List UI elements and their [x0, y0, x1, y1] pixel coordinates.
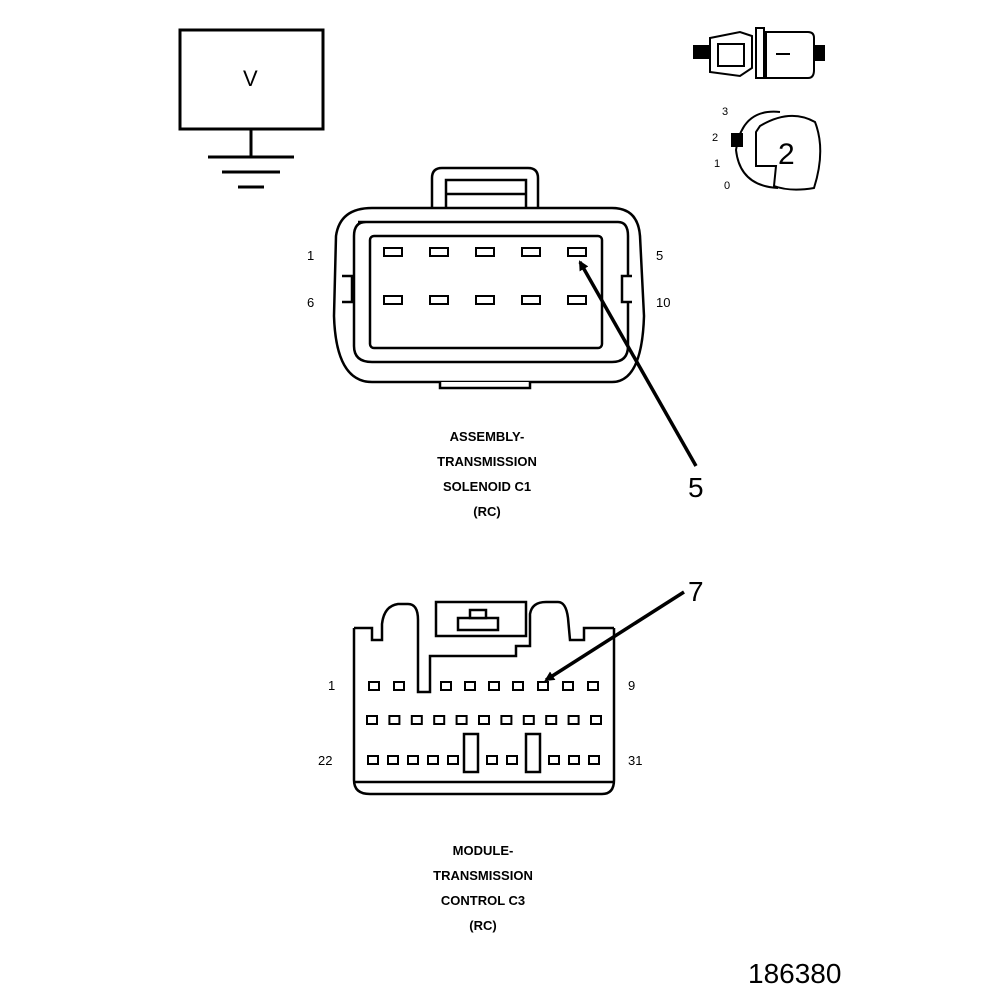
c3-pin-label-top-left: 1: [328, 678, 336, 693]
ignition-switch-icon: [731, 110, 822, 191]
c3-cavity-r1-4: [464, 681, 476, 691]
c3-cavity-r3-6: [486, 755, 498, 765]
c3-cavity-r3-4: [427, 755, 439, 765]
c3-cavity-r3-9: [568, 755, 580, 765]
connector-c1-body: [332, 166, 646, 390]
ignition-selected-position: 2: [778, 138, 795, 171]
c3-cavity-r2-11: [590, 715, 602, 725]
c1-cavity-r1-2: [429, 247, 449, 257]
c1-pin-label-bottom-left: 6: [307, 295, 315, 310]
c3-title-line-2: TRANSMISSION: [433, 868, 533, 883]
c3-cavity-r2-7: [500, 715, 513, 725]
connector-c1-title: ASSEMBLY- TRANSMISSION SOLENOID C1 (RC): [387, 424, 587, 524]
c3-cavity-r3-5: [447, 755, 459, 765]
ground-symbol: [208, 155, 294, 189]
c3-title-line-4: (RC): [469, 918, 497, 933]
c3-cavity-r3-10: [588, 755, 600, 765]
c1-cavity-r2-4: [521, 295, 541, 305]
c3-pin-label-top-right: 9: [628, 678, 636, 693]
c3-title-line-3: CONTROL C3: [440, 893, 526, 908]
connector-c1-pin-grid: [383, 247, 587, 305]
connector-c3-title: MODULE- TRANSMISSION CONTROL C3 (RC): [383, 838, 583, 938]
c3-cavity-r1-7: [537, 681, 549, 691]
c3-cavity-r3-2: [387, 755, 399, 765]
c1-cavity-r2-5: [567, 295, 587, 305]
c3-cavity-r1-8: [562, 681, 574, 691]
callout-5-label: 5: [688, 472, 704, 503]
c1-pin-label-bottom-right: 10: [656, 295, 671, 310]
c1-pin-label-top-left: 1: [307, 248, 315, 263]
c3-cavity-r2-10: [567, 715, 580, 725]
c1-cavity-r1-4: [521, 247, 541, 257]
c3-cavity-r2-5: [455, 715, 468, 725]
c3-cavity-r1-2: [393, 681, 405, 691]
c1-cavity-r2-2: [429, 295, 449, 305]
c1-cavity-r1-5: [567, 247, 587, 257]
c1-cavity-r1-1: [383, 247, 403, 257]
voltmeter-symbol: [178, 28, 325, 157]
c1-cavity-r2-3: [475, 295, 495, 305]
figure-number: 186380: [748, 958, 842, 989]
ignition-position-3: 3: [722, 106, 729, 118]
c1-title-line-1: ASSEMBLY-: [449, 429, 525, 444]
connector-c3-pin-grid: [366, 681, 602, 765]
c3-cavity-r2-3: [410, 715, 423, 725]
c1-cavity-r1-3: [475, 247, 495, 257]
c3-cavity-r1-9: [587, 681, 599, 691]
c3-cavity-r1-5: [488, 681, 500, 691]
callout-5-arrow: [578, 260, 698, 467]
c3-cavity-r3-8: [548, 755, 560, 765]
ignition-position-0: 0: [724, 180, 731, 192]
c3-cavity-r2-8: [522, 715, 535, 725]
callout-7-arrow: [544, 590, 685, 682]
c1-cavity-r2-1: [383, 295, 403, 305]
ignition-position-1: 1: [714, 158, 721, 170]
c3-cavity-r3-3: [407, 755, 419, 765]
c3-pin-label-bottom-left: 22: [318, 753, 333, 768]
c1-title-line-2: TRANSMISSION: [437, 454, 537, 469]
c3-title-line-1: MODULE-: [452, 843, 514, 858]
c3-cavity-r2-1: [366, 715, 378, 725]
c3-cavity-r2-2: [388, 715, 401, 725]
ignition-position-2: 2: [712, 132, 719, 144]
callout-7-label: 7: [688, 576, 704, 607]
c1-pin-label-top-right: 5: [656, 248, 664, 263]
c3-cavity-r1-6: [512, 681, 524, 691]
c3-cavity-r1-3: [440, 681, 452, 691]
c3-cavity-r2-9: [545, 715, 558, 725]
c3-cavity-r2-4: [433, 715, 446, 725]
c3-cavity-r1-1: [368, 681, 380, 691]
connector-c3-body: [352, 600, 616, 796]
c3-cavity-r3-1: [367, 755, 379, 765]
probe-connector-icon: [693, 27, 825, 79]
c1-title-line-3: SOLENOID C1: [442, 479, 532, 494]
c3-cavity-r3-7: [506, 755, 518, 765]
c1-title-line-4: (RC): [473, 504, 501, 519]
voltmeter-label: V: [243, 66, 258, 91]
c3-cavity-r2-6: [478, 715, 490, 725]
c3-pin-label-bottom-right: 31: [628, 753, 643, 768]
